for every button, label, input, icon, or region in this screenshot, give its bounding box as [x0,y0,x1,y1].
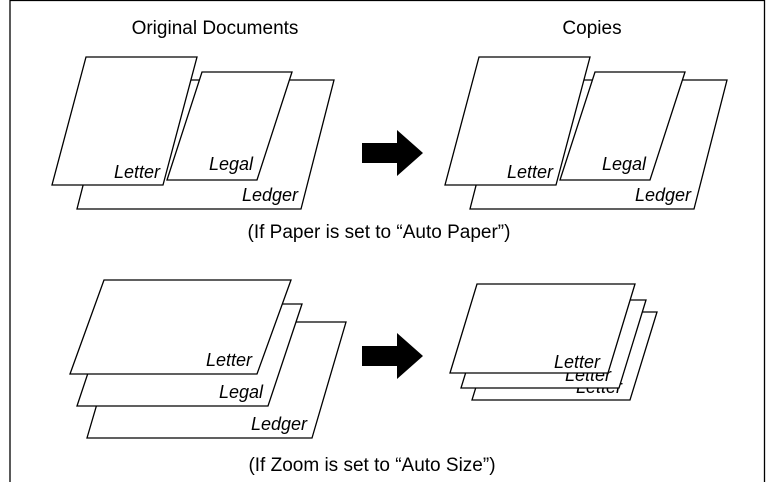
right-arrow-icon [362,130,423,176]
sheet-legal [166,71,293,181]
label-legal: Legal [209,154,254,174]
label-letter: Letter [206,350,253,370]
top-copies-stack: Ledger Legal Letter [444,56,728,210]
frame-border [9,0,766,482]
header-copies: Copies [562,18,621,39]
copy-sheet-letter [444,56,591,186]
copy-sheet-1 [449,283,636,374]
bottom-copies-stack: Letter Letter Letter [449,283,658,401]
copy-label-letter: Letter [507,162,554,182]
copy-sheet-legal [559,71,686,181]
caption-auto-paper: (If Paper is set to “Auto Paper”) [248,222,511,243]
copy-label-1: Letter [554,352,601,372]
copy-label-ledger: Ledger [635,185,692,205]
copy-label-legal: Legal [602,154,647,174]
right-arrow-icon [362,333,423,379]
label-ledger: Ledger [242,185,299,205]
label-letter: Letter [114,162,161,182]
header-original-documents: Original Documents [132,18,299,39]
label-ledger: Ledger [251,414,308,434]
bottom-original-stack: Ledger Legal Letter [69,279,347,439]
label-legal: Legal [219,382,264,402]
sheet-letter [51,56,198,186]
sheet-letter [69,279,292,375]
caption-auto-size: (If Zoom is set to “Auto Size”) [248,455,495,476]
top-original-stack: Ledger Legal Letter [51,56,335,210]
